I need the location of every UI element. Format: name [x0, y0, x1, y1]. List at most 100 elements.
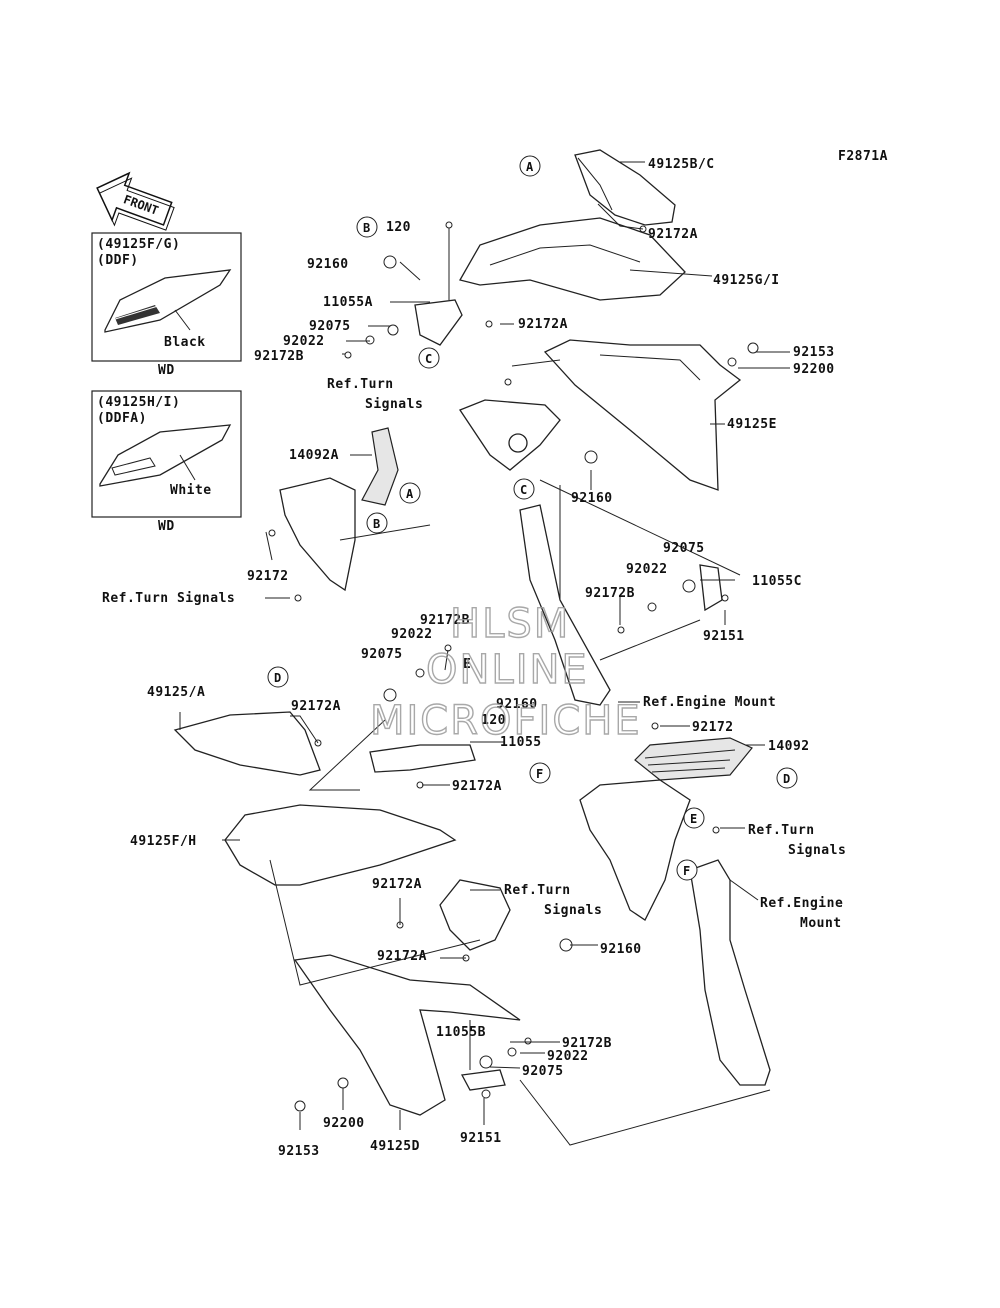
svg-text:B: B: [363, 221, 370, 235]
part-labels: 49125B/C 92172A 49125G/I 120 92160 11055…: [102, 157, 846, 1159]
svg-text:92200: 92200: [793, 362, 835, 377]
svg-text:49125G/I: 49125G/I: [713, 273, 780, 288]
svg-text:11055A: 11055A: [323, 295, 373, 310]
inset-ddf-color: Black: [164, 335, 206, 350]
svg-text:92172A: 92172A: [648, 227, 698, 242]
svg-text:92151: 92151: [703, 629, 745, 644]
svg-text:92153: 92153: [793, 345, 835, 360]
callout-b-top: B: [356, 216, 378, 238]
part-stay-lower: [689, 859, 771, 1086]
callout-d-left: D: [267, 666, 289, 688]
part-11055b: [460, 1069, 506, 1091]
svg-text:C: C: [520, 483, 527, 497]
figure-code: F2871A: [838, 149, 888, 164]
svg-text:Ref.Engine Mount: Ref.Engine Mount: [643, 695, 776, 710]
svg-text:Mount: Mount: [800, 916, 842, 931]
part-14092a: [361, 427, 399, 506]
svg-text:92022: 92022: [547, 1049, 589, 1064]
part-11055a: [414, 299, 463, 346]
part-49125a: [173, 711, 321, 776]
svg-text:92160: 92160: [571, 491, 613, 506]
svg-text:Ref.Turn: Ref.Turn: [748, 823, 815, 838]
callout-a-mid: A: [399, 482, 421, 504]
svg-text:92075: 92075: [522, 1064, 564, 1079]
svg-text:92160: 92160: [307, 257, 349, 272]
callout-b-mid: B: [366, 512, 388, 534]
svg-text:120: 120: [386, 220, 411, 235]
svg-text:Signals: Signals: [365, 397, 423, 412]
part-stay-upper: [519, 504, 611, 706]
callout-markers: A B C A B C D F D E F: [267, 155, 798, 881]
svg-text:49125B/C: 49125B/C: [648, 157, 715, 172]
svg-text:11055C: 11055C: [752, 574, 802, 589]
svg-text:92172: 92172: [692, 720, 734, 735]
svg-text:92172A: 92172A: [377, 949, 427, 964]
svg-text:92022: 92022: [283, 334, 325, 349]
inset-ddf: (49125F/G) (DDF) Black WD: [91, 232, 242, 378]
svg-text:92172B: 92172B: [585, 586, 635, 601]
part-turn-signal-lower: [439, 879, 511, 951]
inset-ddfa-footer: WD: [158, 519, 175, 534]
svg-text:92172B: 92172B: [420, 613, 470, 628]
watermark: HLSM ONLINE MICROFICHE: [369, 600, 642, 744]
svg-text:92172B: 92172B: [562, 1036, 612, 1051]
part-14092: [634, 737, 753, 781]
svg-text:11055: 11055: [500, 735, 542, 750]
svg-text:92153: 92153: [278, 1144, 320, 1159]
svg-text:Ref.Turn: Ref.Turn: [327, 377, 394, 392]
svg-text:92200: 92200: [323, 1116, 365, 1131]
svg-text:49125F/H: 49125F/H: [130, 834, 197, 849]
svg-text:D: D: [783, 772, 790, 786]
part-11055: [369, 744, 476, 773]
svg-text:Ref.Turn Signals: Ref.Turn Signals: [102, 591, 235, 606]
fasteners: [268, 221, 759, 1112]
part-49125fh: [224, 804, 457, 886]
svg-text:E: E: [690, 812, 697, 826]
callout-f-right: F: [676, 859, 698, 881]
svg-text:Signals: Signals: [544, 903, 602, 918]
svg-text:92172A: 92172A: [291, 699, 341, 714]
svg-text:14092A: 14092A: [289, 448, 339, 463]
svg-text:92022: 92022: [626, 562, 668, 577]
svg-text:49125E: 49125E: [727, 417, 777, 432]
svg-text:C: C: [425, 352, 432, 366]
callout-e-right: E: [683, 807, 705, 829]
leader-lines: [179, 161, 790, 1146]
part-49125d: [293, 954, 521, 1116]
inset-ddf-header2: (DDF): [97, 253, 139, 268]
svg-text:92172A: 92172A: [518, 317, 568, 332]
part-cowl-left: [279, 477, 356, 592]
callout-c-mid: C: [513, 478, 535, 500]
svg-text:14092: 14092: [768, 739, 810, 754]
inset-ddf-footer: WD: [158, 363, 175, 378]
inset-ddfa-header2: (DDFA): [97, 411, 147, 426]
part-11055c: [699, 564, 723, 612]
svg-text:92172: 92172: [247, 569, 289, 584]
svg-text:F: F: [536, 767, 543, 781]
callout-f-mid: F: [529, 762, 551, 784]
svg-text:92172B: 92172B: [254, 349, 304, 364]
svg-text:92075: 92075: [361, 647, 403, 662]
svg-text:ONLINE: ONLINE: [426, 647, 589, 693]
svg-text:MICROFICHE: MICROFICHE: [370, 698, 642, 744]
svg-text:A: A: [526, 160, 534, 174]
svg-text:92075: 92075: [309, 319, 351, 334]
svg-text:92160: 92160: [600, 942, 642, 957]
part-turn-signal: [459, 399, 561, 471]
svg-text:120: 120: [481, 713, 506, 728]
svg-text:A: A: [406, 487, 414, 501]
svg-text:Ref.Engine: Ref.Engine: [760, 896, 843, 911]
svg-text:49125D: 49125D: [370, 1139, 420, 1154]
svg-text:HLSM: HLSM: [450, 601, 570, 647]
callout-a-top: A: [519, 155, 541, 177]
svg-text:Signals: Signals: [788, 843, 846, 858]
svg-text:92172A: 92172A: [372, 877, 422, 892]
svg-text:92075: 92075: [663, 541, 705, 556]
part-49125e: [543, 339, 742, 491]
svg-text:F: F: [683, 864, 690, 878]
svg-text:92022: 92022: [391, 627, 433, 642]
part-inner-cowl: [579, 779, 691, 921]
inset-ddfa-header1: (49125H/I): [97, 395, 180, 410]
